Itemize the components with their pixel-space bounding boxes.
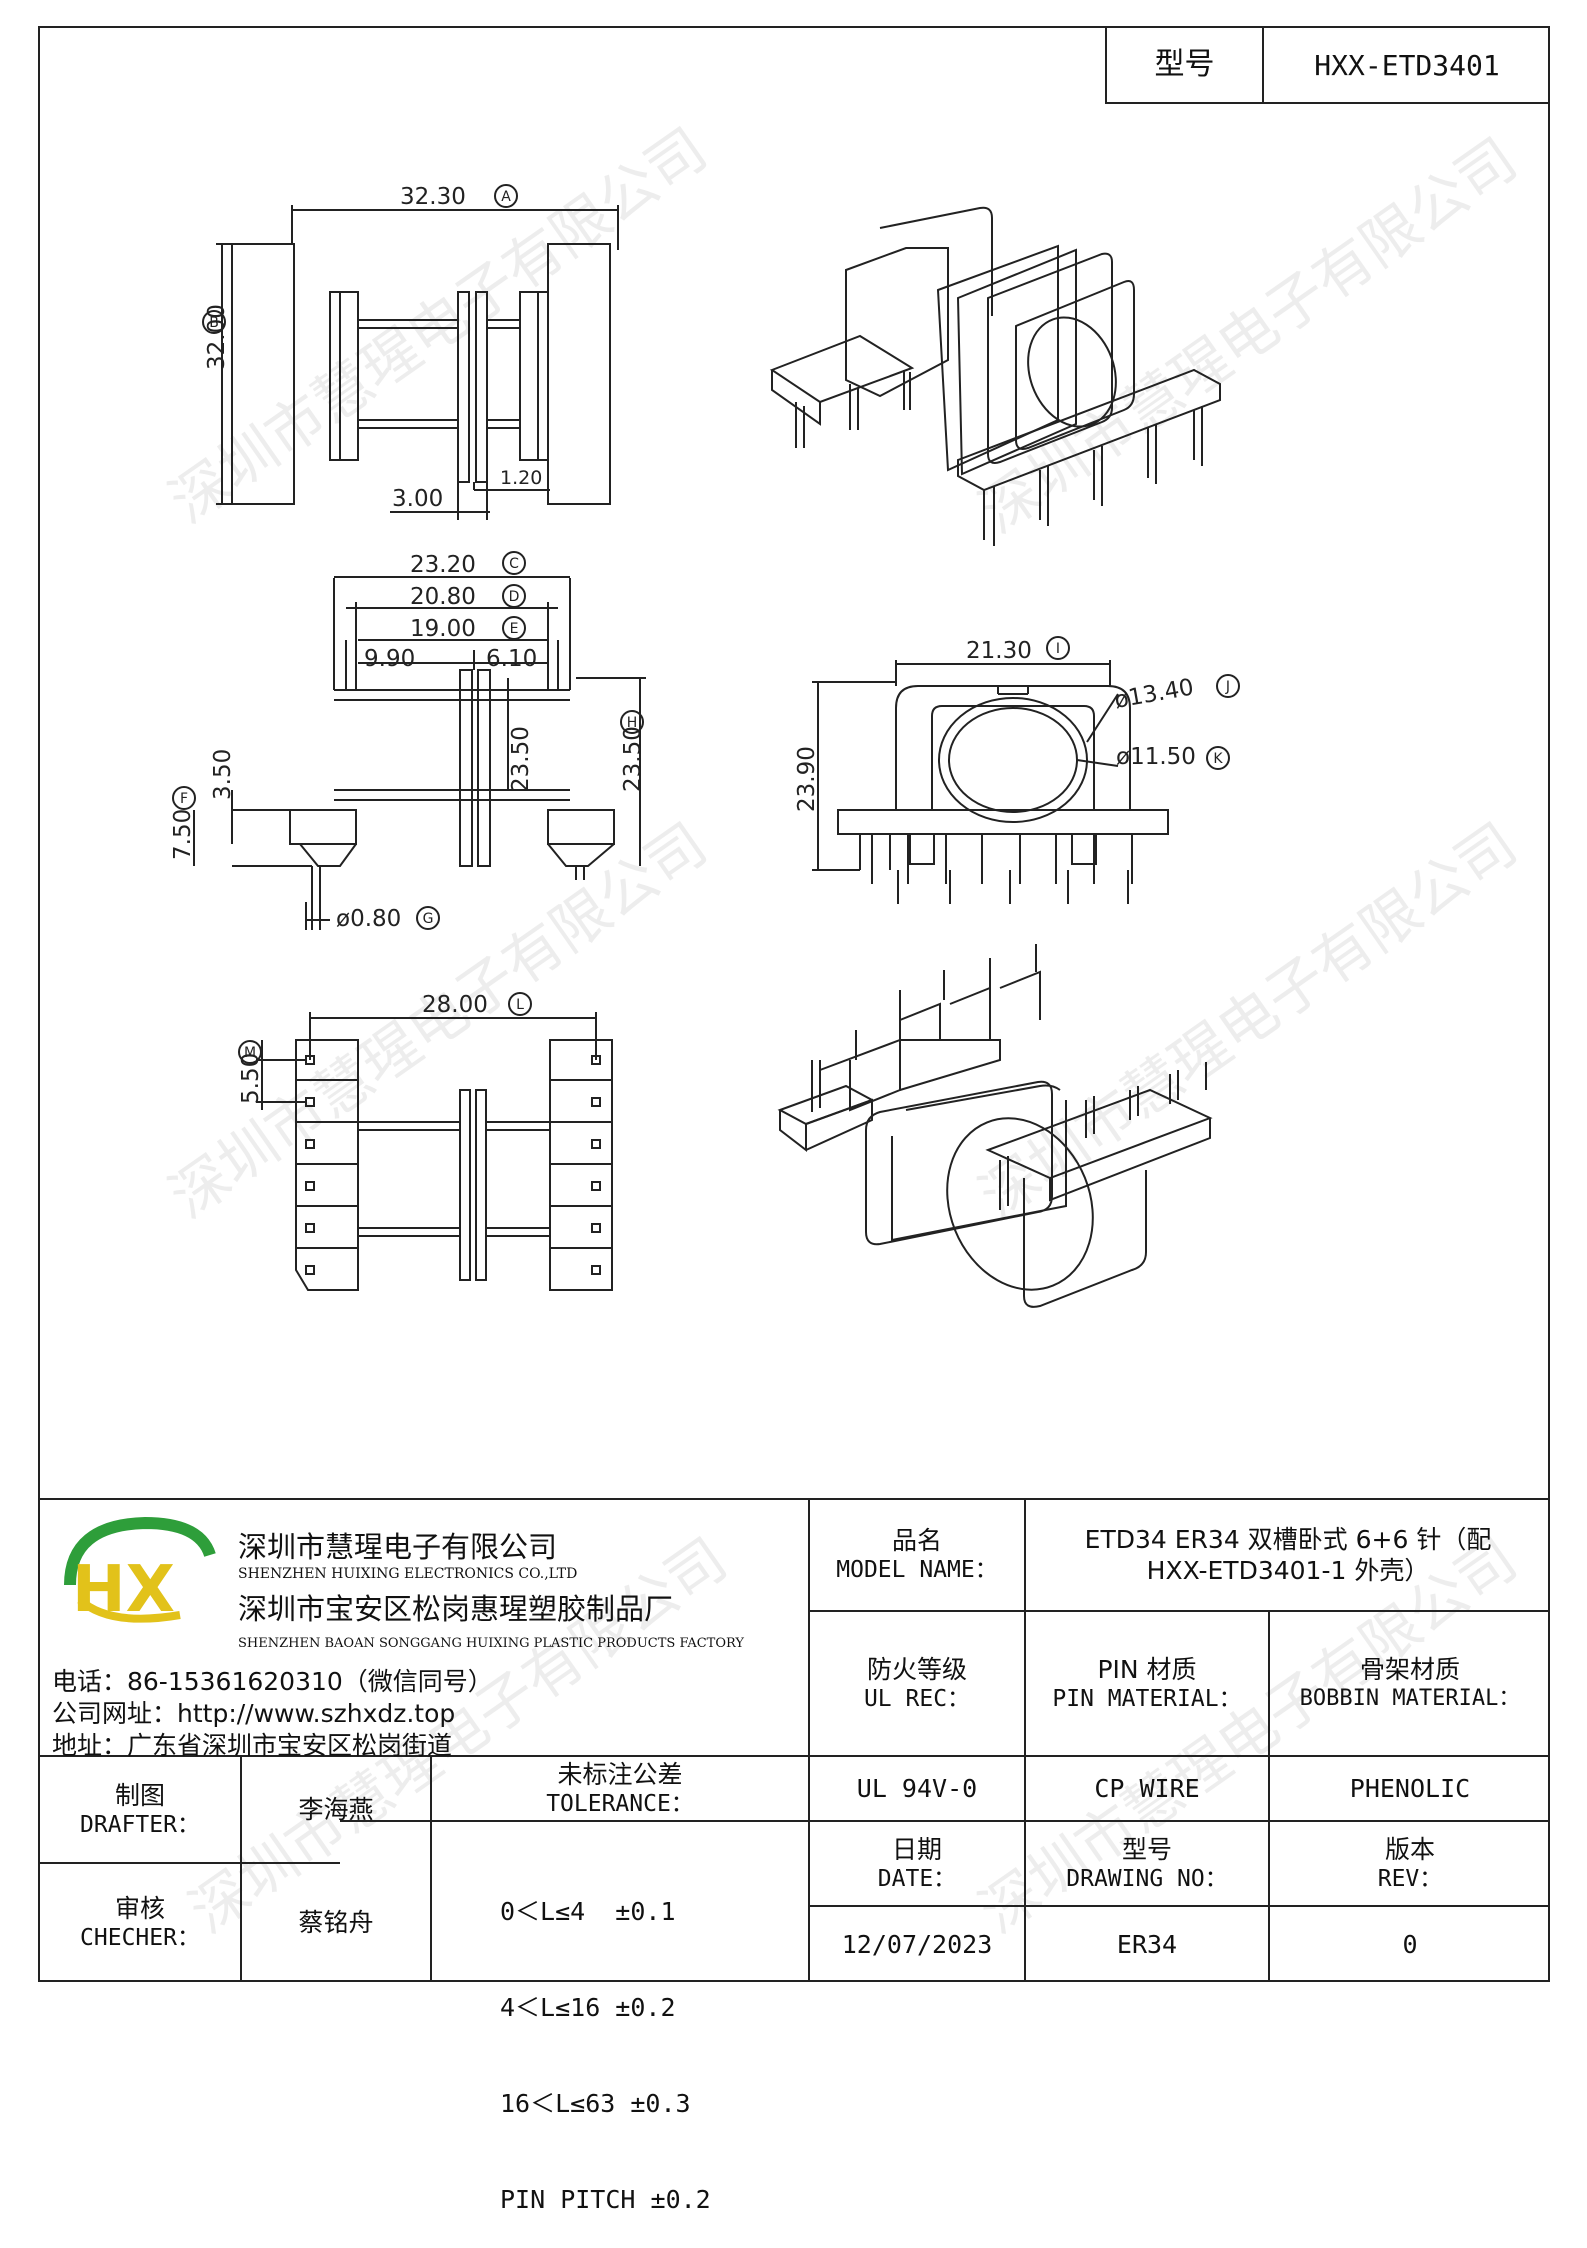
factory-name-en: SHENZHEN BAOAN SONGGANG HUIXING PLASTIC … <box>238 1636 744 1651</box>
dim-k: ø11.50 <box>1116 744 1196 770</box>
svg-text:F: F <box>180 791 188 807</box>
company-website: 公司网址：http://www.szhxdz.top <box>52 1699 456 1728</box>
svg-text:D: D <box>509 589 520 605</box>
dim-i: 21.30 <box>966 638 1032 664</box>
company-name-cn: 深圳市慧瑆电子有限公司 <box>238 1530 558 1564</box>
top-view <box>216 205 619 520</box>
drafter-label: 制图 DRAFTER： <box>80 1780 200 1838</box>
isometric-bottom <box>777 944 1213 1308</box>
pin-material-label: PIN 材质 PIN MATERIAL： <box>1052 1654 1242 1712</box>
svg-text:K: K <box>1213 751 1223 767</box>
date-label: 日期 DATE： <box>877 1834 957 1892</box>
company-logo: HX <box>64 1516 216 1627</box>
front-view <box>193 576 646 930</box>
rev-value: 0 <box>1402 1929 1418 1959</box>
isometric-top <box>769 206 1221 546</box>
drawing-no-value: ER34 <box>1116 1929 1178 1959</box>
svg-text:L: L <box>516 997 524 1013</box>
header-model-label: 型号 <box>1154 47 1215 83</box>
ul-rec-label: 防火等级 UL REC： <box>863 1654 971 1712</box>
dim-2350a: 23.50 <box>508 726 534 792</box>
company-phone: 电话：86-15361620310（微信同号） <box>52 1667 493 1696</box>
svg-text:H: H <box>627 715 638 731</box>
svg-text:J: J <box>1225 679 1230 695</box>
header-model-value: HXX-ETD3401 <box>1314 48 1500 82</box>
dim-610: 6.10 <box>486 646 537 672</box>
dim-350: 3.50 <box>210 749 236 800</box>
svg-text:E: E <box>510 621 519 637</box>
drawing-no-label: 型号 DRAWING NO： <box>1066 1834 1228 1892</box>
svg-text:C: C <box>509 556 519 572</box>
side-view <box>812 660 1169 904</box>
bottom-view <box>256 1012 613 1291</box>
dim-h: 23.50 <box>620 726 646 792</box>
tolerance-line: 0＜L≤4 ±0.1 <box>500 1897 676 1926</box>
svg-text:M: M <box>244 1045 256 1061</box>
svg-text:B: B <box>209 315 219 331</box>
checker-name: 蔡铭舟 <box>298 1908 374 1938</box>
svg-text:HX: HX <box>72 1553 175 1627</box>
checker-label: 审核 CHECHER： <box>80 1894 200 1952</box>
pin-material-value: CP WIRE <box>1094 1773 1200 1803</box>
dim-a: 32.30 <box>400 184 466 210</box>
dim-c: 23.20 <box>410 552 476 578</box>
bobbin-material-value: PHENOLIC <box>1349 1773 1471 1803</box>
model-name-label: 品名 MODEL NAME： <box>836 1526 998 1584</box>
bobbin-material-label: 骨架材质 BOBBIN MATERIAL： <box>1299 1655 1521 1712</box>
rev-label: 版本 REV： <box>1377 1834 1443 1892</box>
tolerance-line: 4＜L≤16 ±0.2 <box>500 1993 676 2022</box>
tolerance-label: 未标注公差 TOLERANCE： <box>546 1759 694 1817</box>
tolerance-line: 16＜L≤63 ±0.3 <box>500 2089 691 2118</box>
model-name-value: ETD34 ER34 双槽卧式 6+6 针（配 HXX-ETD3401-1 外壳… <box>1084 1524 1492 1585</box>
company-name-en: SHENZHEN HUIXING ELECTRONICS CO.,LTD <box>238 1566 578 1582</box>
dim-l: 28.00 <box>422 992 488 1018</box>
dim-120: 1.20 <box>500 467 542 489</box>
drafter-name: 李海燕 <box>298 1794 374 1824</box>
svg-text:G: G <box>423 911 434 927</box>
factory-name-cn: 深圳市宝安区松岗惠瑆塑胶制品厂 <box>238 1592 674 1626</box>
dim-j: ø13.40 <box>1113 674 1196 713</box>
date-value: 12/07/2023 <box>841 1929 993 1959</box>
dim-m: 5.50 <box>238 1053 264 1104</box>
dim-g: ø0.80 <box>336 906 401 932</box>
tolerance-list: 0＜L≤4 ±0.1 4＜L≤16 ±0.2 16＜L≤63 ±0.3 PIN … <box>500 1832 711 2248</box>
dim-2390: 23.90 <box>794 746 820 812</box>
dim-300: 3.00 <box>392 486 443 512</box>
dim-e: 19.00 <box>410 616 476 642</box>
svg-text:I: I <box>1056 641 1060 657</box>
dim-990: 9.90 <box>364 646 415 672</box>
dim-d: 20.80 <box>410 584 476 610</box>
dim-f: 7.50 <box>170 809 196 860</box>
company-address: 地址：广东省深圳市宝安区松岗街道 <box>52 1731 453 1760</box>
svg-text:A: A <box>501 189 511 205</box>
tolerance-line: PIN PITCH ±0.2 <box>500 2185 711 2214</box>
ul-value: UL 94V-0 <box>856 1773 978 1803</box>
drawing-frame <box>38 26 1550 1982</box>
dim-b: 32.00 <box>204 304 230 370</box>
technical-drawing: 32.30 32.00 3.00 1.20 23.20 20.80 19.00 … <box>170 184 1240 1308</box>
